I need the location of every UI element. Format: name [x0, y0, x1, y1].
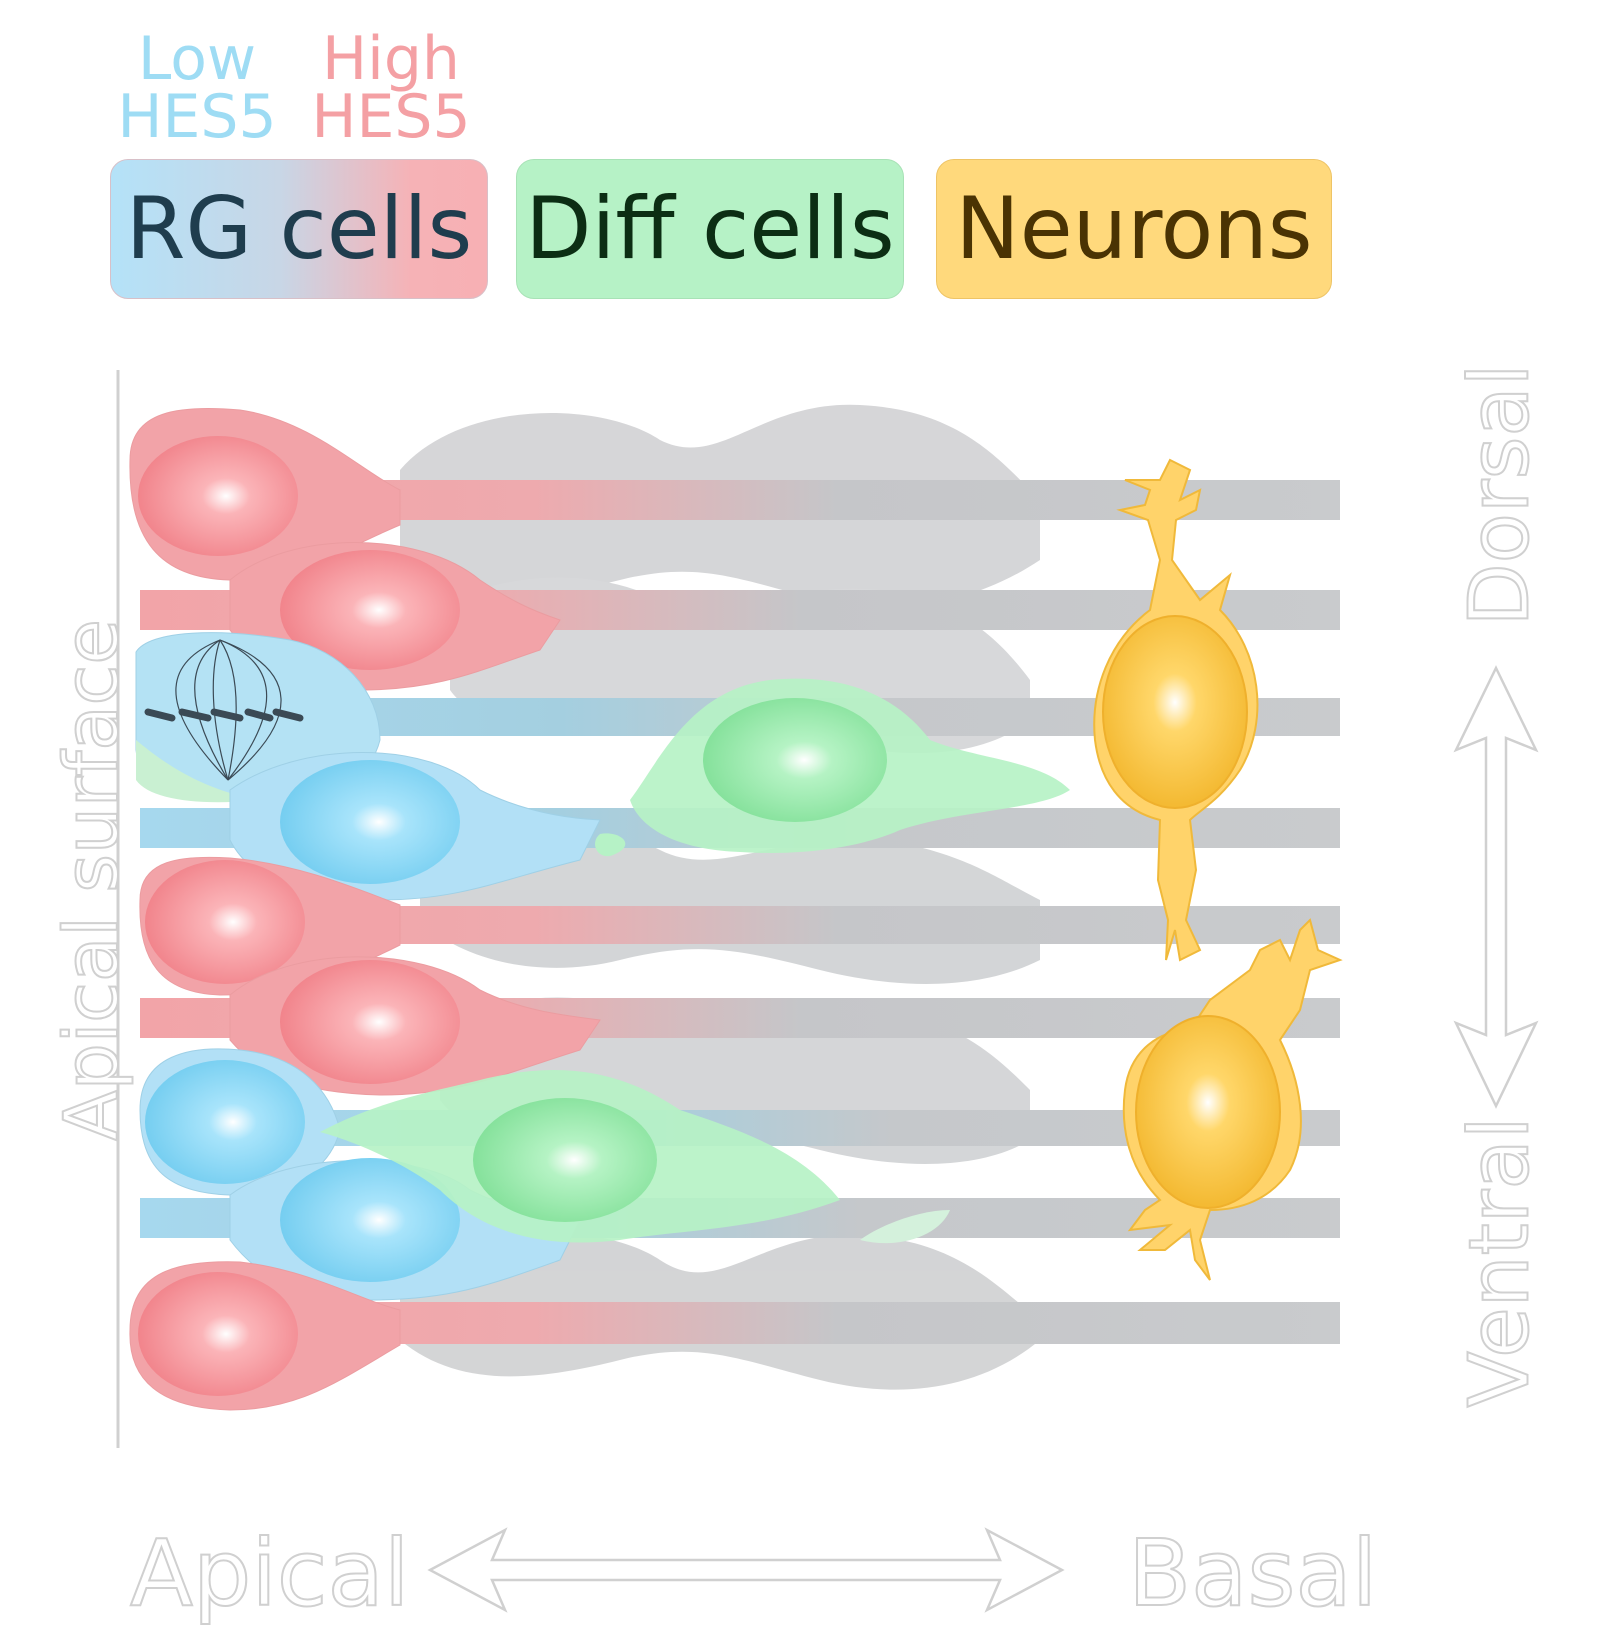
high-hes5-label: High HES5: [306, 24, 476, 152]
rg-nucleus-high-hes5: [280, 550, 460, 670]
neuron-nucleus: [1135, 1015, 1281, 1209]
rg-nucleus-high-hes5: [145, 860, 305, 984]
apical-basal-arrow: [427, 1527, 1065, 1613]
mitotic-spindle: [144, 639, 304, 781]
diff-nucleus: [473, 1098, 657, 1222]
neurons: [1093, 458, 1343, 1281]
diff-cells: [320, 678, 1070, 1244]
rg-cell-bodies: [129, 408, 601, 1411]
low-hes5-line1: Low: [137, 24, 257, 94]
rg-nucleus-low-hes5: [145, 1060, 305, 1184]
legend-rg-cells: RG cells: [110, 159, 488, 299]
rg-nucleus-high-hes5: [280, 960, 460, 1084]
basal-label: Basal: [1127, 1519, 1378, 1628]
diff-cells-label: Diff cells: [525, 179, 895, 279]
low-hes5-line2: HES5: [117, 82, 277, 152]
diff-nucleus: [703, 698, 887, 822]
legend-diff-cells: Diff cells: [516, 159, 904, 299]
low-hes5-label: Low HES5: [112, 24, 282, 152]
apical-label: Apical: [129, 1519, 410, 1628]
rg-nucleus-high-hes5: [138, 436, 298, 556]
legend-neurons: Neurons: [936, 159, 1332, 299]
rg-cells-label: RG cells: [125, 179, 473, 279]
rg-nucleus-low-hes5: [280, 760, 460, 884]
rg-nucleus-low-hes5: [280, 1158, 460, 1282]
dorsal-label: Dorsal: [1452, 363, 1549, 628]
dorsal-ventral-arrow: [1453, 665, 1539, 1109]
apical-surface-label: Apical surface: [48, 618, 136, 1142]
rg-nucleus-high-hes5: [138, 1272, 298, 1396]
high-hes5-line2: HES5: [311, 82, 471, 152]
high-hes5-line1: High: [322, 24, 460, 94]
ventral-label: Ventral: [1452, 1115, 1549, 1408]
neurons-label: Neurons: [955, 179, 1313, 279]
neuron-nucleus: [1102, 615, 1248, 809]
